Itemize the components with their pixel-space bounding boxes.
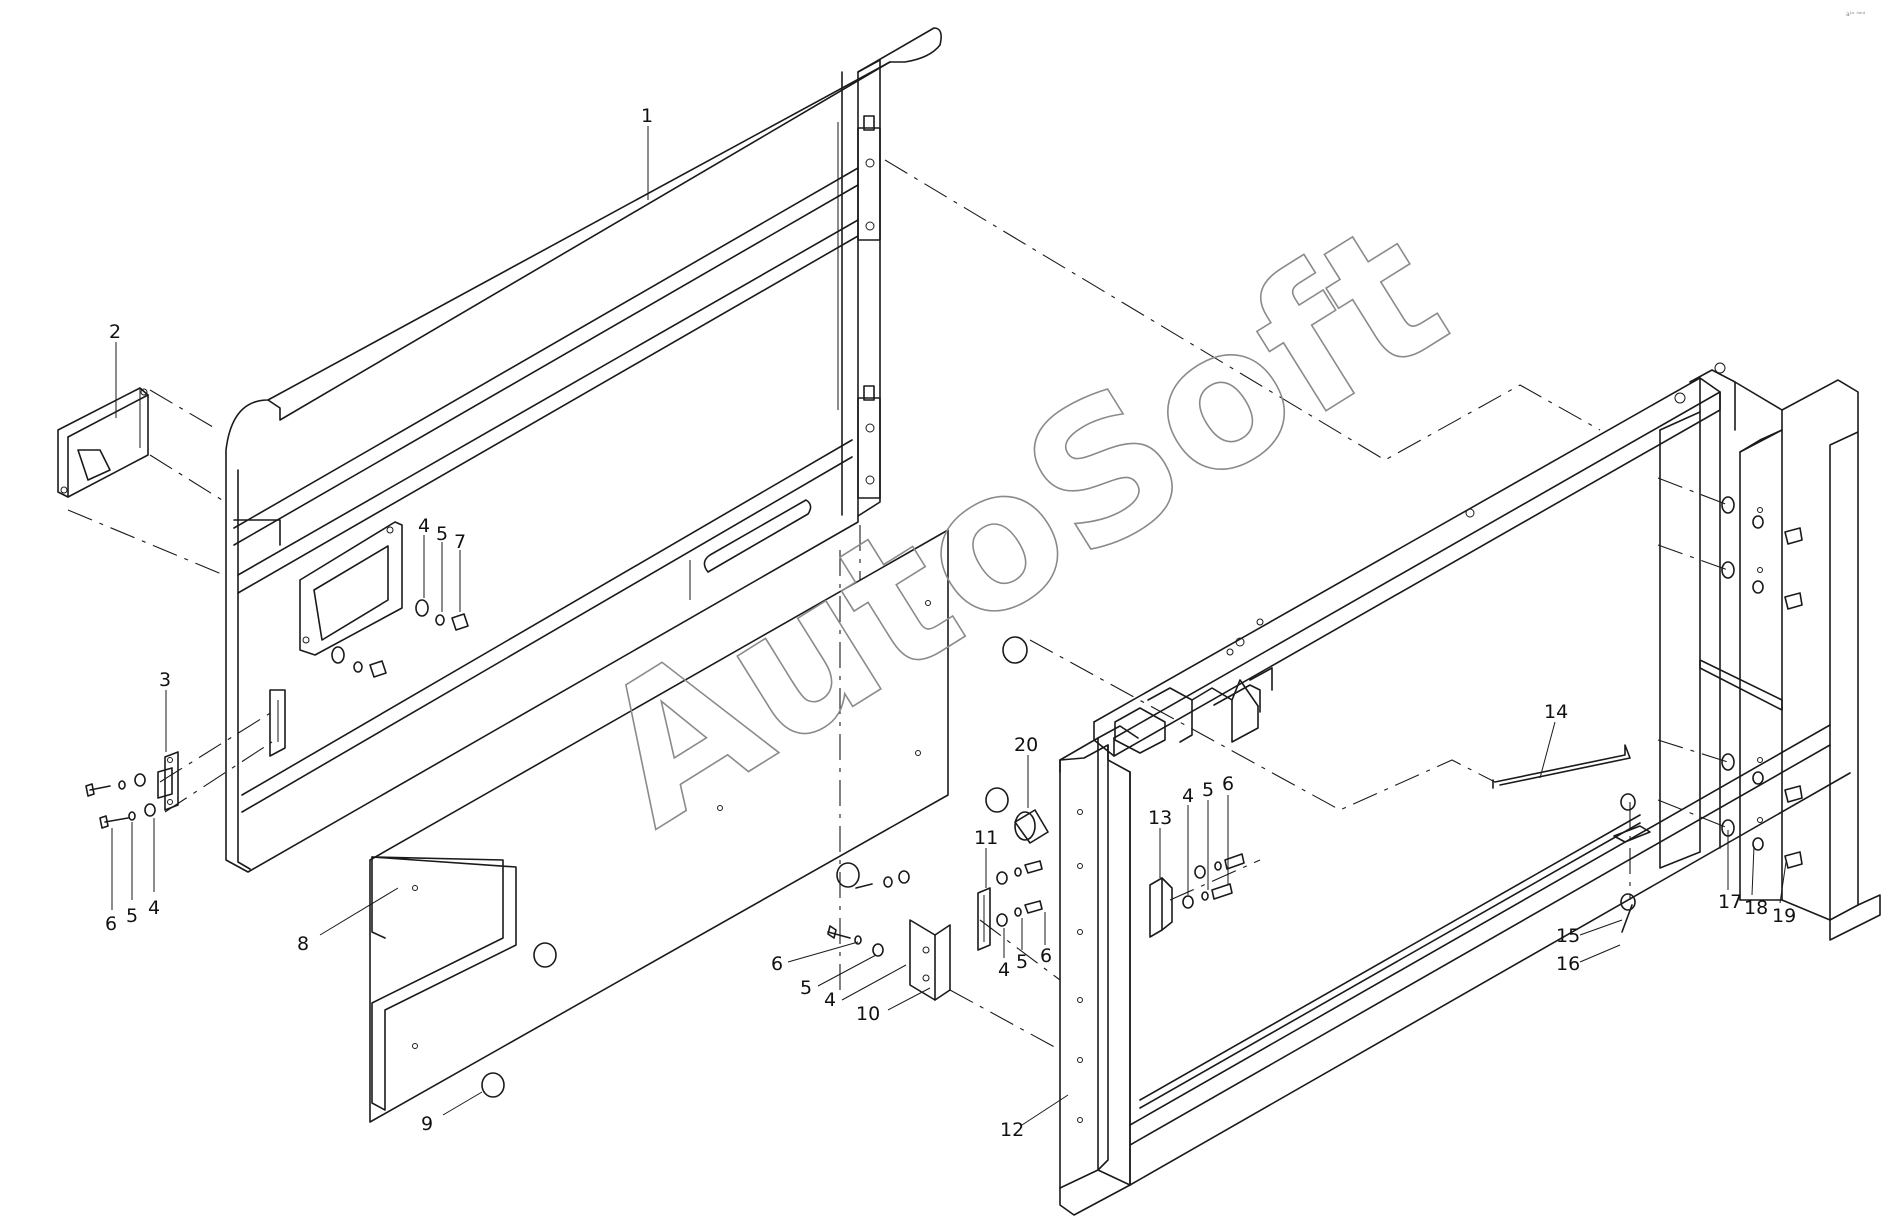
box-part-2 <box>57 387 149 498</box>
callout-2: 2 <box>109 321 121 343</box>
pad-part-8 <box>371 856 517 1111</box>
callout-1: 1 <box>641 105 653 127</box>
assembly-center-lines <box>67 159 1729 1051</box>
corner-note: a¹ᵒ ʰᵃʳᵈ <box>1846 11 1866 18</box>
callout-10: 10 <box>856 1003 880 1025</box>
callout-7: 7 <box>454 531 466 553</box>
callout-6: 6 <box>105 913 117 935</box>
callout-5: 5 <box>1016 951 1028 973</box>
bracket-part-11 <box>977 887 991 951</box>
callout-labels: 1 2 3 4 5 7 6 5 4 8 9 20 11 13 4 5 6 14 … <box>105 105 1796 1141</box>
callout-12: 12 <box>1000 1119 1024 1141</box>
callout-9: 9 <box>421 1113 433 1135</box>
callout-14: 14 <box>1544 701 1568 723</box>
callout-6: 6 <box>771 953 783 975</box>
callout-16: 16 <box>1556 953 1580 975</box>
callout-3: 3 <box>159 669 171 691</box>
callout-18: 18 <box>1744 897 1768 919</box>
callout-5: 5 <box>436 523 448 545</box>
callout-19: 19 <box>1772 905 1796 927</box>
fasteners <box>85 496 1803 957</box>
callout-6: 6 <box>1040 945 1052 967</box>
rod-part-14 <box>1492 744 1631 789</box>
callout-20: 20 <box>1014 734 1038 756</box>
bracket-part-10 <box>909 919 951 1001</box>
seal-panel <box>369 529 949 1123</box>
bumper-part-20 <box>1014 809 1049 844</box>
callout-4: 4 <box>1182 785 1194 807</box>
callout-5: 5 <box>126 905 138 927</box>
callout-4: 4 <box>148 897 160 919</box>
callout-8: 8 <box>297 933 309 955</box>
callout-11: 11 <box>974 827 998 849</box>
callout-17: 17 <box>1718 891 1742 913</box>
door-panel-part-1 <box>225 27 942 873</box>
callout-4: 4 <box>998 959 1010 981</box>
frame-part-12 <box>1059 362 1881 1216</box>
latch-part-3 <box>157 751 179 811</box>
callout-15: 15 <box>1556 925 1580 947</box>
callout-4: 4 <box>824 989 836 1011</box>
watermark: AutoSoft <box>562 180 1480 868</box>
callout-5: 5 <box>800 977 812 999</box>
callout-4: 4 <box>418 515 430 537</box>
callout-13: 13 <box>1148 807 1172 829</box>
callout-5: 5 <box>1202 779 1214 801</box>
leader-lines <box>111 126 1787 1126</box>
bracket-part-13 <box>1149 877 1173 938</box>
pad-part-9 <box>412 885 418 1049</box>
plug-caps <box>481 636 1028 1098</box>
callout-6: 6 <box>1222 773 1234 795</box>
